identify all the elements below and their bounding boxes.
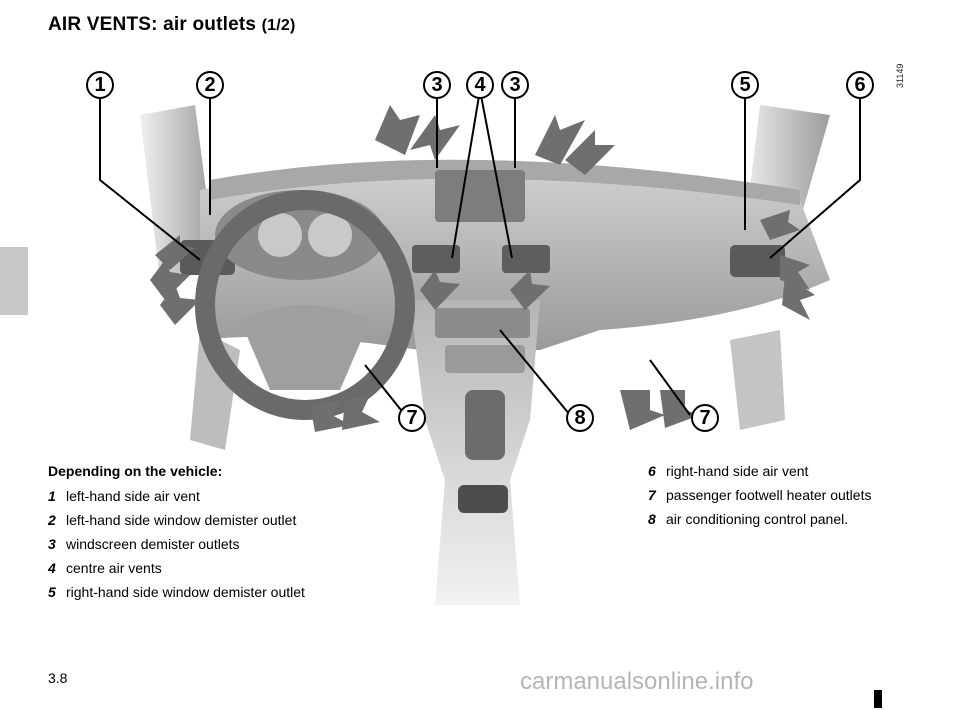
- display-screen: [435, 170, 525, 222]
- svg-text:3: 3: [509, 74, 520, 96]
- svg-text:2: 2: [204, 74, 215, 96]
- legend-text: right-hand side window demister outlet: [66, 584, 305, 601]
- legend-heading: Depending on the vehicle:: [48, 463, 223, 479]
- legend-text: centre air vents: [66, 560, 162, 577]
- legend-text: left-hand side air vent: [66, 488, 200, 505]
- svg-text:7: 7: [699, 407, 710, 429]
- legend-text: passenger footwell heater outlets: [666, 487, 872, 504]
- gear-lever: [465, 390, 505, 460]
- legend-item: 6 right-hand side air vent: [648, 463, 918, 480]
- page-number: 3.8: [48, 670, 68, 686]
- legend-item: 1 left-hand side air vent: [48, 488, 312, 505]
- legend-right: 6 right-hand side air vent 7 passenger foo…: [648, 463, 918, 535]
- svg-text:1: 1: [94, 74, 105, 96]
- callout-7-left: 7: [398, 404, 426, 432]
- callout-5: 5: [731, 71, 759, 99]
- control-dial: [458, 485, 508, 513]
- airflow-arrows: [150, 105, 815, 432]
- legend-text: right-hand side air vent: [666, 463, 809, 479]
- legend-number: 2: [48, 512, 56, 529]
- watermark: carmanualsonline.info: [520, 668, 754, 695]
- legend-left: Depending on the vehicle: 1 left-hand sid…: [48, 463, 312, 608]
- radio-panel: [445, 345, 525, 373]
- legend-number: 1: [48, 488, 56, 505]
- callout-3-left: 3: [423, 71, 451, 99]
- legend-number: 6: [648, 463, 656, 479]
- callout-3-right: 3: [501, 71, 529, 99]
- centre-vent-left: [412, 245, 460, 273]
- svg-text:3: 3: [431, 74, 442, 96]
- end-mark: [874, 690, 882, 708]
- dashboard-illustration: 1 2 3 4 3 5 6 7 8 7: [86, 71, 874, 605]
- legend-item: 7 passenger footwell heater outlets: [648, 487, 918, 504]
- leader-lines: [99, 89, 861, 416]
- svg-text:4: 4: [474, 74, 486, 96]
- climate-panel: [435, 308, 530, 338]
- legend-text: left-hand side window demister outlet: [66, 512, 297, 529]
- figure-code: 31149: [895, 63, 905, 88]
- callout-6: 6: [846, 71, 874, 99]
- rev-counter: [308, 213, 352, 257]
- legend-text: air conditioning control panel.: [666, 511, 849, 528]
- speedometer: [258, 213, 302, 257]
- right-side-vent: [730, 245, 785, 277]
- legend-item: 2 left-hand side window demister outlet: [48, 512, 312, 529]
- callout-8: 8: [566, 404, 594, 432]
- legend-item: 3 windscreen demister outlets: [48, 536, 312, 553]
- title-part: (1/2): [261, 17, 296, 34]
- page-title: AIR VENTS: air outlets (1/2): [48, 14, 296, 36]
- legend-item: 5 right-hand side window demister outlet: [48, 584, 312, 601]
- svg-text:8: 8: [574, 407, 585, 429]
- legend-number: 4: [48, 560, 56, 577]
- svg-text:5: 5: [739, 74, 750, 96]
- legend-number: 8: [648, 511, 656, 528]
- steering-hub: [240, 305, 370, 390]
- callout-7-right: 7: [691, 404, 719, 432]
- centre-vent-right: [502, 245, 550, 273]
- steering-wheel: [195, 190, 415, 420]
- legend-item: 8 air conditioning control panel.: [648, 511, 918, 528]
- dashboard-top: [210, 159, 800, 205]
- svg-text:7: 7: [406, 407, 417, 429]
- callout-1: 1: [86, 71, 114, 99]
- section-tab: [0, 247, 28, 315]
- callout-2: 2: [196, 71, 224, 99]
- right-door-panel: [730, 330, 785, 430]
- legend-number: 3: [48, 536, 56, 553]
- callout-4: 4: [466, 71, 494, 99]
- left-pillar: [140, 105, 215, 280]
- legend-number: 7: [648, 487, 656, 504]
- legend-text: windscreen demister outlets: [66, 536, 240, 553]
- legend-number: 5: [48, 584, 56, 601]
- legend-item: 4 centre air vents: [48, 560, 312, 577]
- svg-text:6: 6: [854, 74, 865, 96]
- title-text: AIR VENTS: air outlets: [48, 14, 257, 35]
